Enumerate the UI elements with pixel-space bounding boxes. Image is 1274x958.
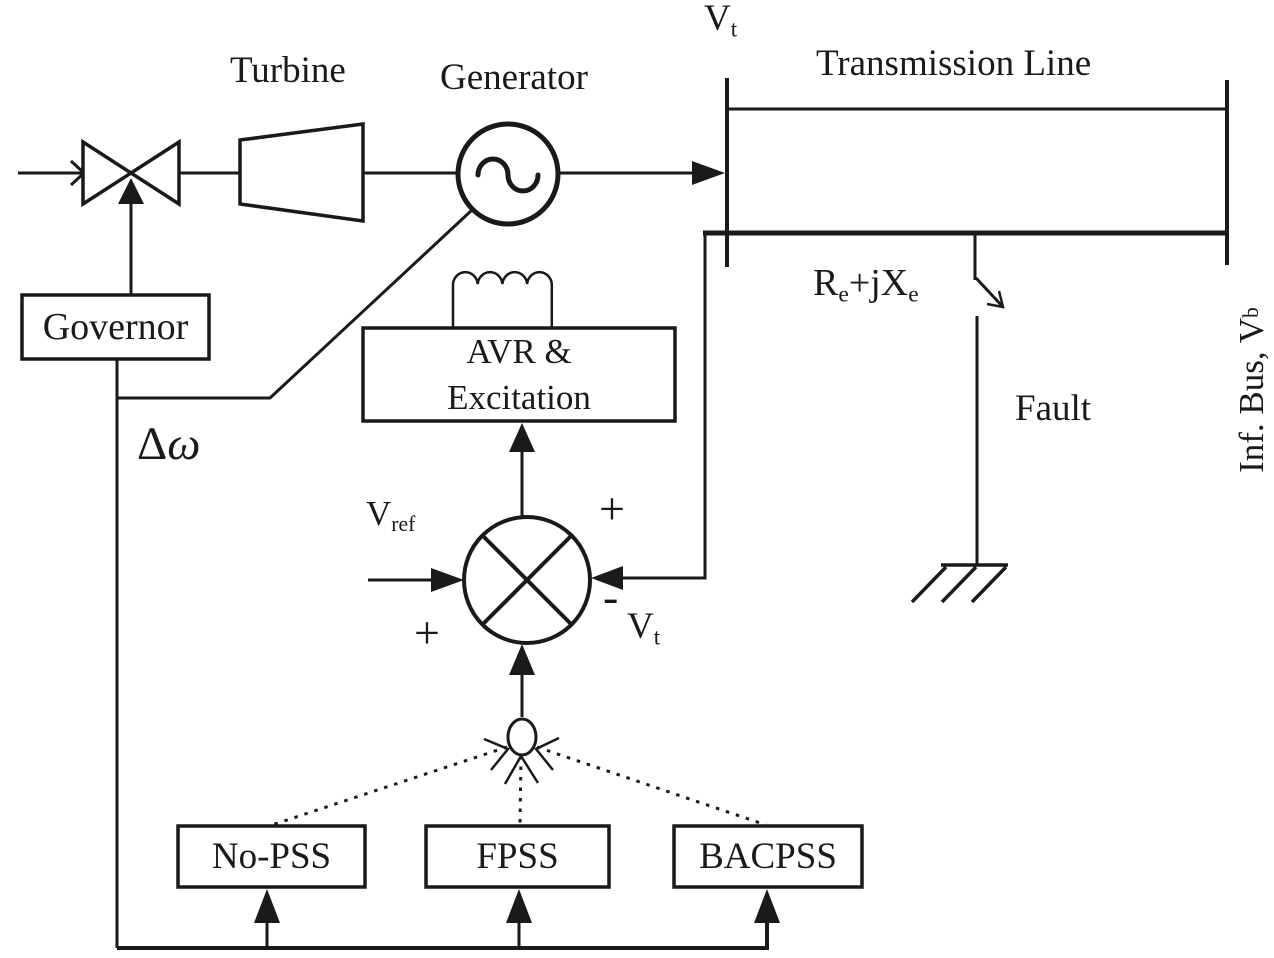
- speed-rail: [117, 921, 769, 950]
- generator-output-arrowhead: [692, 161, 725, 185]
- vt-feedback-line: [622, 235, 707, 580]
- delta-omega-label: Δω: [137, 418, 201, 470]
- fpss-label: FPSS: [476, 836, 559, 877]
- fpss-box: [424, 824, 611, 889]
- excitation-coil-icon: [451, 271, 554, 328]
- pss-selector-switch: [506, 717, 538, 757]
- nopss-feed-arrowhead: [254, 889, 280, 923]
- bacpss-feed-arrowhead: [754, 889, 780, 923]
- governor-to-valve-arrowhead: [118, 178, 144, 204]
- summing-junction: [462, 515, 592, 645]
- pss-input-arrowhead: [509, 644, 535, 675]
- nopss-box: [176, 824, 367, 889]
- sum-plus-bottom-sign: +: [414, 607, 440, 658]
- sum-minus-sign: -: [603, 571, 619, 622]
- avr-excitation-box: [361, 326, 677, 423]
- selector-dashed-links: [271, 745, 767, 827]
- steam-valve-icon: [81, 138, 181, 208]
- sum-to-avr-arrowhead: [509, 423, 535, 452]
- fault-label: Fault: [1015, 388, 1092, 429]
- generator-label: Generator: [440, 57, 588, 98]
- nopss-dashed-line: [271, 745, 508, 827]
- selector-dashed-arrowheads: [483, 736, 560, 785]
- ground-icon: [910, 563, 1008, 604]
- bacpss-label: BACPSS: [699, 836, 837, 877]
- vt-feedback-arrowhead: [591, 566, 623, 590]
- fault-switch-arrowhead: [986, 290, 1005, 309]
- line-impedance-label: Re+jXe: [813, 262, 919, 308]
- turbine-label: Turbine: [230, 50, 346, 91]
- transmission-line-label: Transmission Line: [816, 43, 1092, 84]
- fault-switch-blade: [974, 276, 1005, 309]
- bacpss-box: [672, 824, 864, 889]
- terminal-voltage-label: Vt: [704, 0, 738, 42]
- fpss-dashed-line: [518, 755, 523, 826]
- governor-label: Governor: [42, 306, 189, 348]
- turbine-shape: [238, 122, 365, 224]
- vref-input-arrowhead: [431, 568, 464, 592]
- sum-plus-top-sign: +: [599, 483, 625, 534]
- bacpss-dashed-line: [536, 745, 767, 827]
- nopss-label: No-PSS: [211, 836, 332, 877]
- speed-feedback-diagonal: [117, 208, 474, 400]
- sine-wave-icon: [475, 156, 541, 194]
- avr-excitation-label: AVR & Excitation: [447, 332, 591, 417]
- fpss-feed-arrowhead: [506, 889, 532, 923]
- vref-label: Vref: [366, 494, 416, 537]
- sum-vt-label: Vt: [627, 606, 661, 650]
